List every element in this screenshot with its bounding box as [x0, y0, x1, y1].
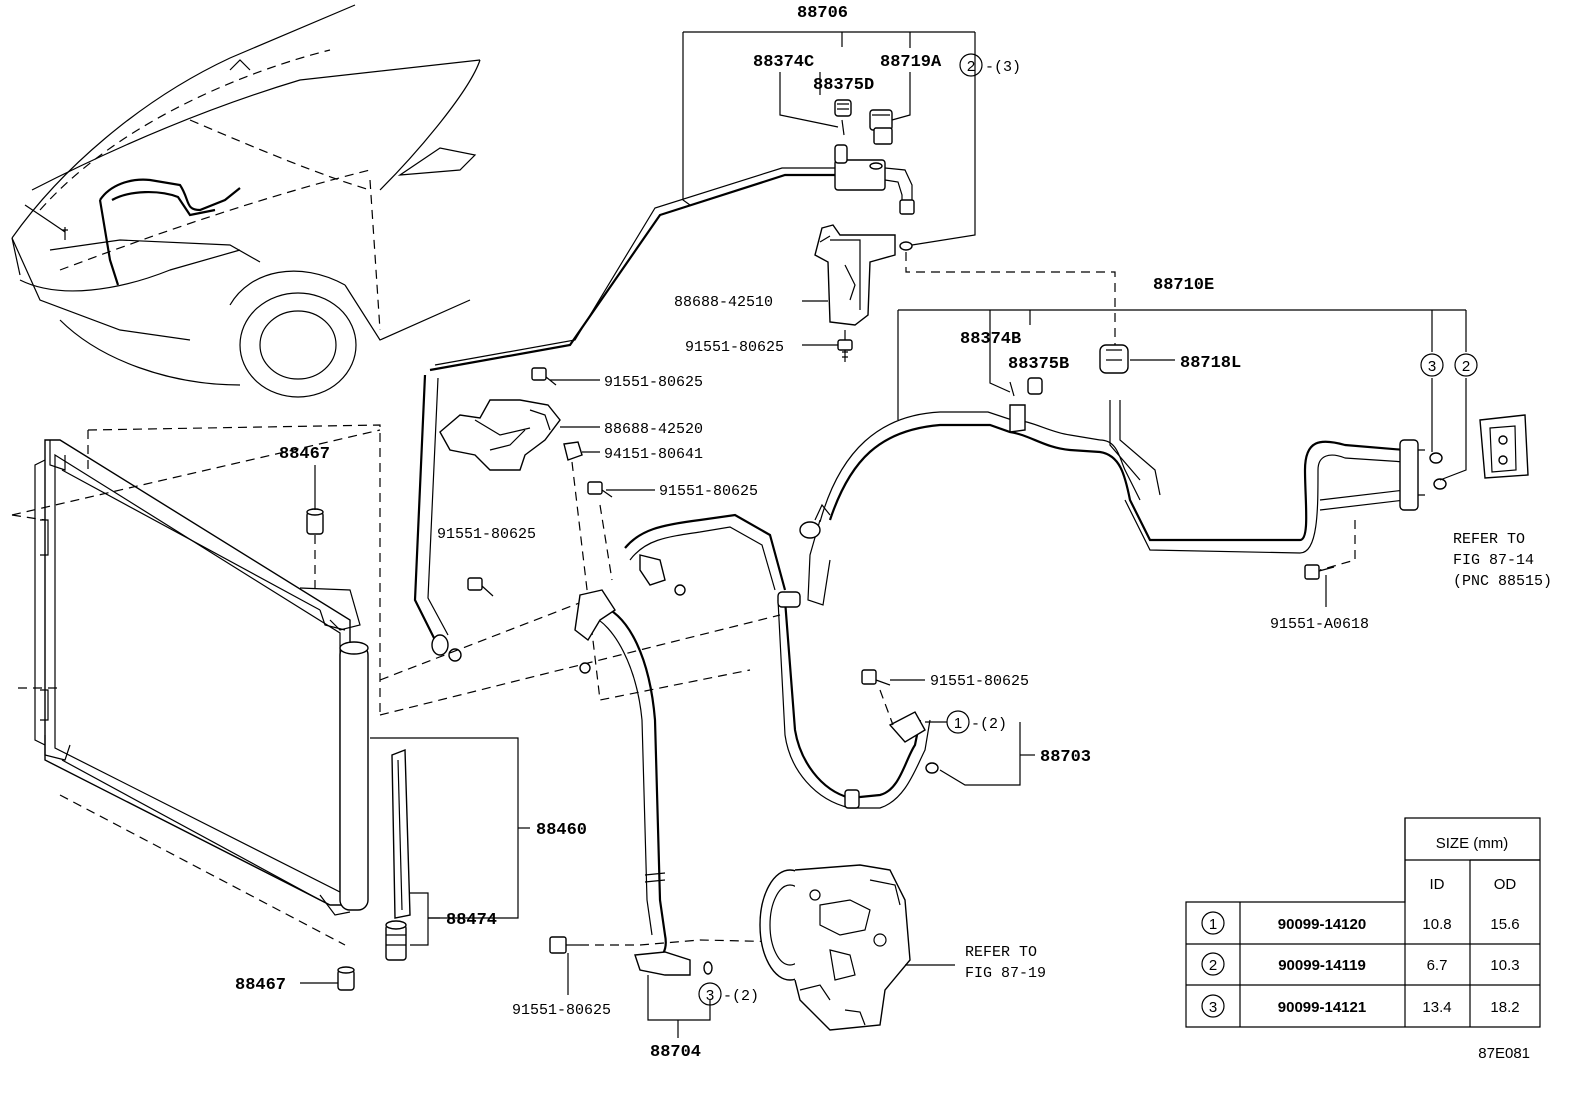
hose-88704	[574, 589, 713, 976]
qty-3-2: -(2)	[723, 988, 759, 1005]
svg-text:1: 1	[954, 715, 962, 732]
bushing-88467-bottom	[300, 966, 355, 991]
o-ring-size-table: SIZE (mm) ID OD 1 90099-14120 10.8 15.6 …	[1185, 817, 1541, 1028]
label-88710E: 88710E	[1153, 276, 1214, 295]
label-88375D: 88375D	[813, 76, 874, 95]
label-88374C: 88374C	[753, 53, 814, 72]
hose-88703	[777, 591, 939, 809]
svg-text:3: 3	[1209, 999, 1217, 1016]
label-88688-42510: 88688-42510	[674, 294, 773, 311]
table-row: 2 90099-14119 6.7 10.3	[1201, 952, 1520, 976]
label-91551-80625-e: 91551-80625	[930, 673, 1029, 690]
refer-87-14-line3: (PNC 88515)	[1453, 573, 1552, 590]
compressor	[759, 864, 911, 1031]
circle-1-88703: 1	[946, 710, 970, 734]
refer-87-19-line1: REFER TO	[965, 944, 1037, 961]
bracket-88688-42520	[439, 399, 561, 471]
label-91551-80625-b: 91551-80625	[604, 374, 703, 391]
svg-text:3: 3	[706, 987, 714, 1004]
label-88703: 88703	[1040, 748, 1091, 767]
label-91551-80625-d: 91551-80625	[437, 526, 536, 543]
bolt-91551-80625-b	[531, 367, 600, 386]
refer-87-14-line1: REFER TO	[1453, 531, 1525, 548]
svg-text:15.6: 15.6	[1490, 916, 1519, 933]
circle-2-top: 2	[959, 53, 983, 77]
pressure-sensor-88719A	[869, 109, 893, 145]
circle-3-88704: 3	[698, 982, 722, 1006]
label-88374B: 88374B	[960, 330, 1021, 349]
label-88375B: 88375B	[1008, 355, 1069, 374]
bolt-91551-80625-d	[467, 577, 494, 597]
condenser-88460	[34, 439, 369, 916]
label-91551-80625-a: 91551-80625	[685, 339, 784, 356]
table-row: 3 90099-14121 13.4 18.2	[1201, 994, 1520, 1018]
figure-code: 87E081	[1478, 1045, 1530, 1062]
qty-2-3: -(3)	[985, 59, 1021, 76]
label-91551-80625-c: 91551-80625	[659, 483, 758, 500]
label-88467-top: 88467	[279, 445, 330, 464]
table-row: 1 90099-14120 10.8 15.6	[1201, 911, 1520, 935]
table-header-size: SIZE (mm)	[1436, 835, 1509, 852]
svg-text:90099-14120: 90099-14120	[1278, 916, 1366, 933]
liquid-line-center	[579, 513, 787, 674]
table-header-id: ID	[1430, 876, 1445, 893]
discharge-hose-88706	[413, 144, 915, 662]
label-88688-42520: 88688-42520	[604, 421, 703, 438]
label-88706: 88706	[797, 4, 848, 23]
bracket-88688-42510	[814, 224, 896, 326]
label-91551-A0618: 91551-A0618	[1270, 616, 1369, 633]
label-91551-80625-f: 91551-80625	[512, 1002, 611, 1019]
qty-1-2: -(2)	[971, 716, 1007, 733]
svg-text:3: 3	[1428, 358, 1436, 375]
label-88474: 88474	[446, 911, 497, 930]
label-88467-bottom: 88467	[235, 976, 286, 995]
label-88718L: 88718L	[1180, 354, 1241, 373]
vehicle-illustration	[11, 4, 481, 398]
label-94151-80641: 94151-80641	[604, 446, 703, 463]
svg-text:1: 1	[1209, 916, 1217, 933]
svg-text:90099-14121: 90099-14121	[1278, 999, 1366, 1016]
label-88460: 88460	[536, 821, 587, 840]
svg-text:2: 2	[1462, 358, 1470, 375]
svg-text:2: 2	[967, 58, 975, 75]
bolt-91551-A0618	[1304, 520, 1356, 607]
valve-88718L	[1099, 344, 1129, 374]
bolt-91551-80625-c	[587, 481, 655, 498]
circle-3-right: 3	[1420, 353, 1444, 377]
svg-text:90099-14119: 90099-14119	[1278, 957, 1366, 974]
bushing-88467-top	[306, 465, 324, 535]
svg-text:6.7: 6.7	[1427, 957, 1448, 974]
circle-2-right: 2	[1454, 353, 1478, 377]
cap-88375D	[834, 99, 852, 136]
desiccant-88474	[385, 748, 411, 961]
svg-text:13.4: 13.4	[1422, 999, 1451, 1016]
svg-text:10.8: 10.8	[1422, 916, 1451, 933]
refer-87-14-line2: FIG 87-14	[1453, 552, 1534, 569]
suction-hose-88710E	[799, 400, 1425, 606]
refer-87-19-line2: FIG 87-19	[965, 965, 1046, 982]
bolt-91551-80625-f	[549, 936, 580, 995]
svg-text:2: 2	[1209, 957, 1217, 974]
nut-94151-80641	[563, 441, 600, 461]
label-88704: 88704	[650, 1043, 701, 1062]
svg-text:18.2: 18.2	[1490, 999, 1519, 1016]
expansion-valve-block	[1479, 414, 1529, 479]
table-header-od: OD	[1494, 876, 1517, 893]
svg-text:10.3: 10.3	[1490, 957, 1519, 974]
bolt-91551-80625-a	[802, 330, 853, 362]
bolt-91551-80625-e	[861, 669, 925, 726]
label-88719A: 88719A	[880, 53, 942, 72]
